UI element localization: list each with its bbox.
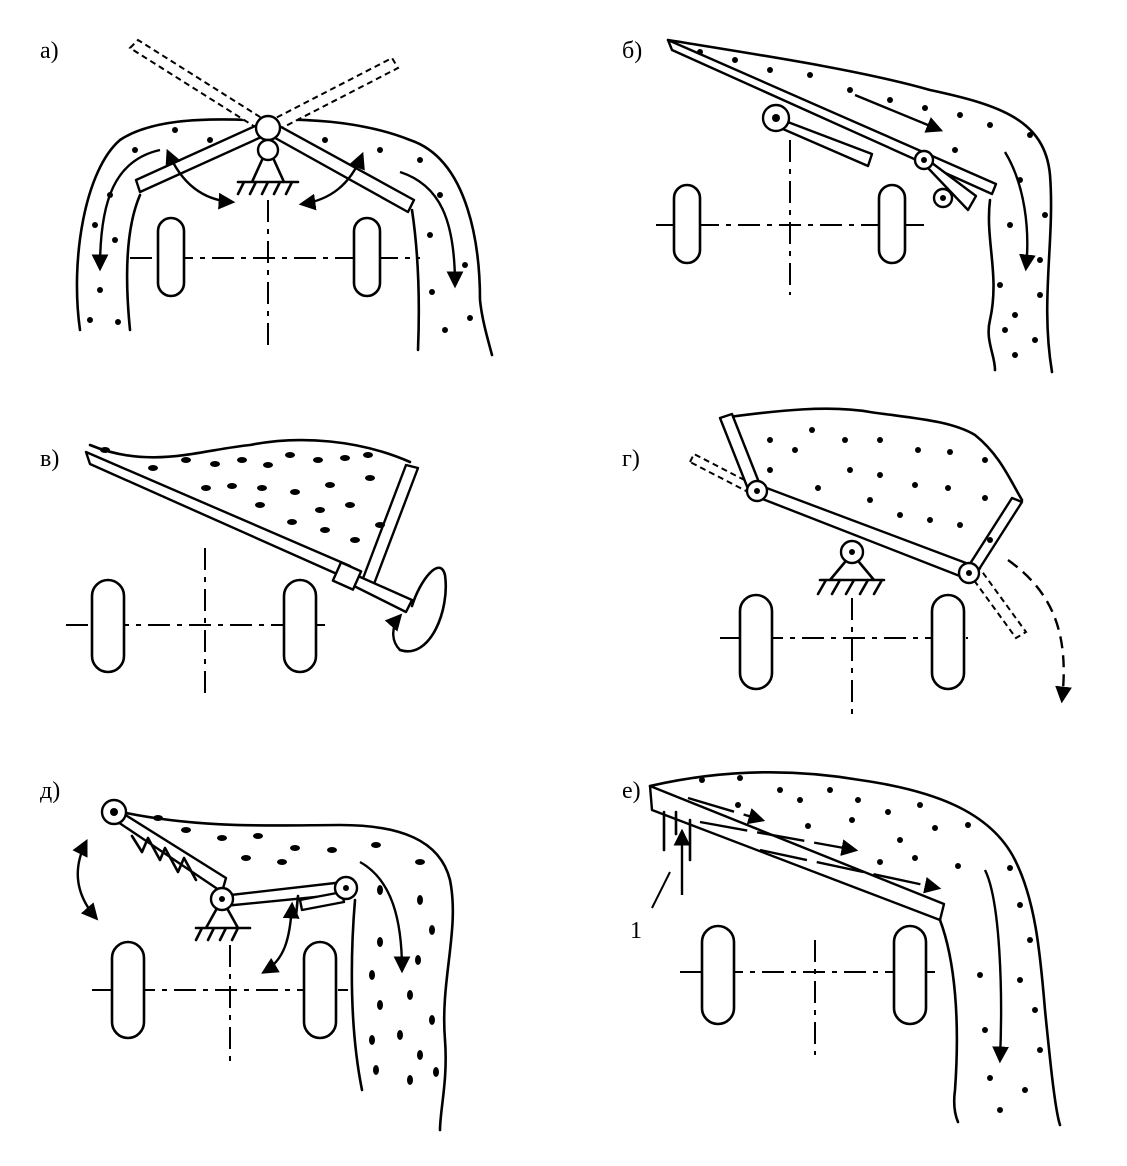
panel-b-wheel-right bbox=[877, 183, 907, 265]
panel-d-short-bar bbox=[298, 890, 346, 912]
panel-g-label: г) bbox=[622, 446, 640, 472]
panel-a-pivot-lower bbox=[256, 138, 280, 162]
panel-d-teeth bbox=[130, 834, 198, 882]
panel-b: б) bbox=[622, 38, 1054, 374]
panel-v-material-outline bbox=[88, 438, 412, 464]
panel-a-material-dots bbox=[87, 127, 473, 333]
panel-e-material-outline bbox=[648, 771, 1062, 1127]
panel-v: в) bbox=[40, 438, 448, 697]
panel-d-wheel-left bbox=[110, 940, 146, 1040]
panel-d-swing-arrow-right bbox=[261, 901, 300, 974]
panel-g-wheel-right bbox=[930, 593, 966, 691]
panel-d-support bbox=[194, 908, 252, 942]
panel-b-material-dots bbox=[697, 49, 1048, 358]
panel-g-discharge-arrow bbox=[1007, 559, 1072, 704]
panel-b-flow-arrow-down bbox=[1003, 151, 1036, 272]
panel-d-material-dots bbox=[153, 815, 439, 1085]
panel-g-material-dots bbox=[767, 427, 993, 543]
panel-v-wheel-right bbox=[282, 578, 318, 674]
panel-v-material-dots bbox=[100, 447, 385, 543]
panel-e-label: е) bbox=[622, 778, 641, 804]
panel-g-flap-right bbox=[964, 496, 1024, 576]
panel-a-swing-arrow-right bbox=[298, 151, 365, 211]
panel-b-flow-arrow bbox=[854, 93, 944, 133]
panel-d-flow-arrow bbox=[359, 860, 411, 974]
panel-e-callout-leader bbox=[651, 871, 671, 909]
panel-g-support bbox=[816, 560, 886, 596]
panel-v-rotation-ellipse bbox=[398, 566, 448, 653]
panel-v-clamp bbox=[331, 561, 363, 591]
panel-v-chute-board bbox=[84, 450, 352, 580]
panel-a-pivot bbox=[254, 114, 282, 142]
panel-a-board-right bbox=[266, 120, 416, 214]
panel-b-material-outline bbox=[666, 38, 1054, 374]
panel-e-flow-arrow-1 bbox=[687, 796, 766, 825]
panel-a-swing-arrow-left bbox=[165, 148, 236, 210]
panel-v-wheel-left bbox=[90, 578, 126, 674]
panel-b-wheel-left bbox=[672, 183, 702, 265]
panel-d-swing-arrow-left bbox=[72, 838, 99, 921]
panel-d: д) bbox=[40, 778, 455, 1132]
panel-a-flow-arrow-left bbox=[91, 148, 161, 272]
panel-a: а) bbox=[40, 38, 494, 357]
panel-e-wheel-left bbox=[700, 924, 736, 1026]
panel-a-ghost-board-left bbox=[128, 38, 270, 132]
panel-g-material-outline bbox=[720, 407, 1024, 502]
panel-d-material-inner bbox=[350, 898, 364, 1092]
panel-d-material-outline bbox=[110, 808, 455, 1132]
panel-a-support bbox=[236, 158, 300, 196]
panel-g: г) bbox=[622, 407, 1072, 720]
panel-e-material-dots bbox=[699, 775, 1043, 1113]
panel-a-flow-arrow-right bbox=[399, 170, 464, 289]
panel-d-label: д) bbox=[40, 778, 60, 804]
panel-e: е) 1 bbox=[622, 771, 1062, 1127]
panel-e-chute-board bbox=[648, 784, 946, 922]
panel-b-chute-board bbox=[666, 38, 998, 196]
panel-g-wheel-left bbox=[738, 593, 774, 691]
panel-g-ghost-board-right bbox=[966, 564, 1028, 640]
panel-d-wheel-right bbox=[302, 940, 338, 1040]
panel-a-material-inner-right bbox=[410, 208, 421, 352]
panel-g-tray bbox=[754, 482, 976, 582]
panel-g-ghost-board-left bbox=[688, 452, 758, 496]
panel-v-label: в) bbox=[40, 446, 59, 472]
panel-e-flow-arrow-2 bbox=[699, 820, 859, 856]
panel-e-material-inner bbox=[938, 918, 960, 1124]
panel-b-label: б) bbox=[622, 38, 642, 64]
panel-a-wheel-left bbox=[156, 216, 186, 298]
panel-v-rod bbox=[360, 463, 420, 586]
panel-b-material-inner bbox=[987, 198, 997, 372]
panel-a-material-outline bbox=[75, 118, 494, 357]
panel-a-material-inner-left bbox=[125, 193, 142, 332]
panel-e-flow-arrow-down bbox=[983, 869, 1009, 1064]
panel-a-label: а) bbox=[40, 38, 59, 64]
panel-e-wheel-right bbox=[892, 924, 928, 1026]
panel-e-callout-1: 1 bbox=[630, 918, 642, 944]
panel-e-flow-arrow-3 bbox=[759, 848, 942, 894]
panel-v-rotation-arrow bbox=[384, 613, 403, 651]
panel-a-wheel-right bbox=[352, 216, 382, 298]
